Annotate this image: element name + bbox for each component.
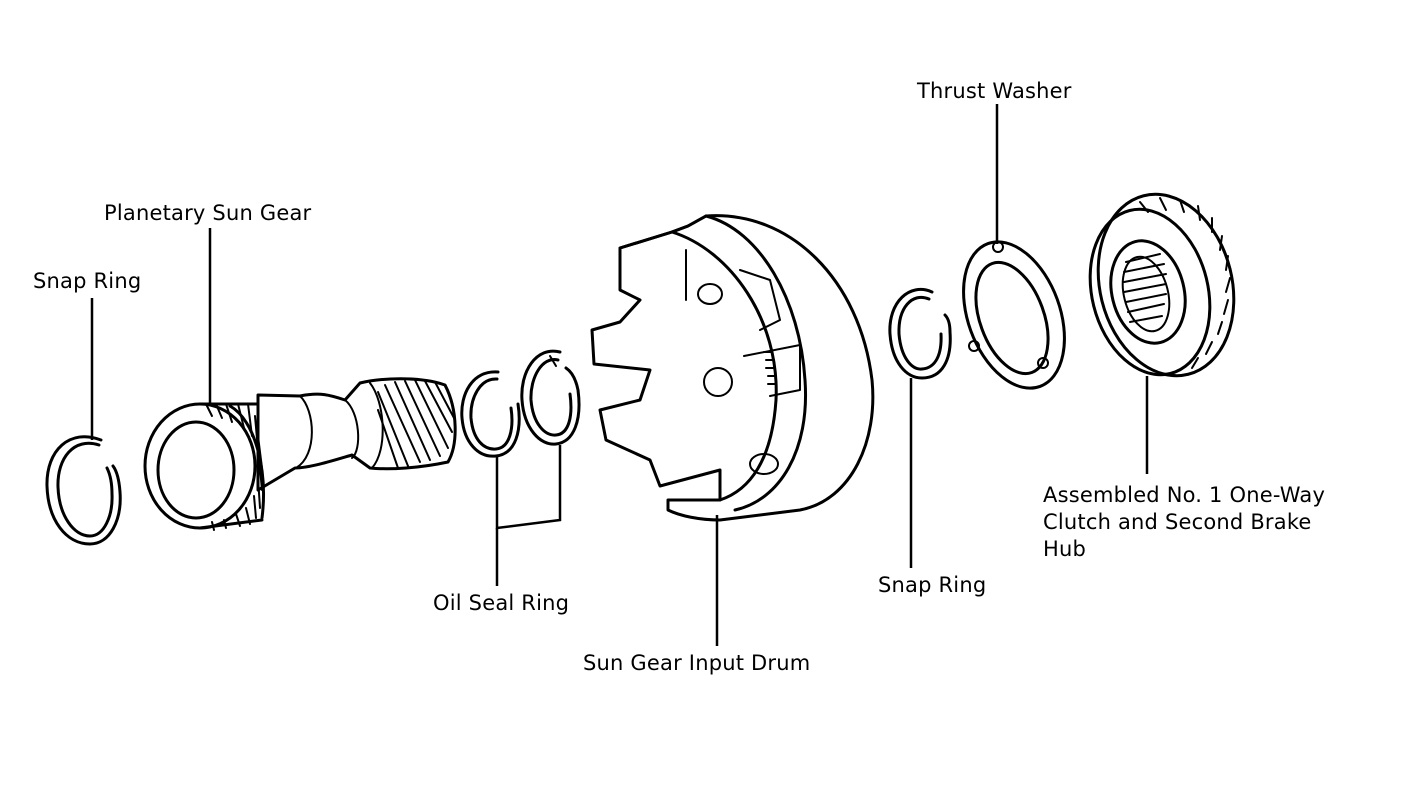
one-way-clutch-assembly [1088,192,1236,378]
snap-ring-right-label: Snap Ring [878,573,987,597]
planetary-sun-gear-label: Planetary Sun Gear [104,201,312,225]
one-way-clutch-label-line-1: Assembled No. 1 One-Way [1043,483,1326,507]
sun-gear-input-drum [590,214,875,522]
one-way-clutch-label-line-2: Clutch and Second Brake [1043,510,1312,534]
oil-seal-ring-1 [460,370,521,458]
snap-ring-left-label: Snap Ring [33,269,142,293]
oil-seal-ring-2 [520,349,581,446]
sun-gear-input-drum-label: Sun Gear Input Drum [583,651,811,675]
snap-ring-left [45,435,122,546]
leader-lines [90,104,1149,646]
one-way-clutch-label-line-3: Hub [1043,537,1087,561]
snap-ring-right [888,287,952,380]
planetary-sun-gear [143,377,457,531]
thrust-washer-label: Thrust Washer [917,79,1072,103]
oil-seal-ring-label: Oil Seal Ring [433,591,570,615]
thrust-washer [962,240,1066,390]
